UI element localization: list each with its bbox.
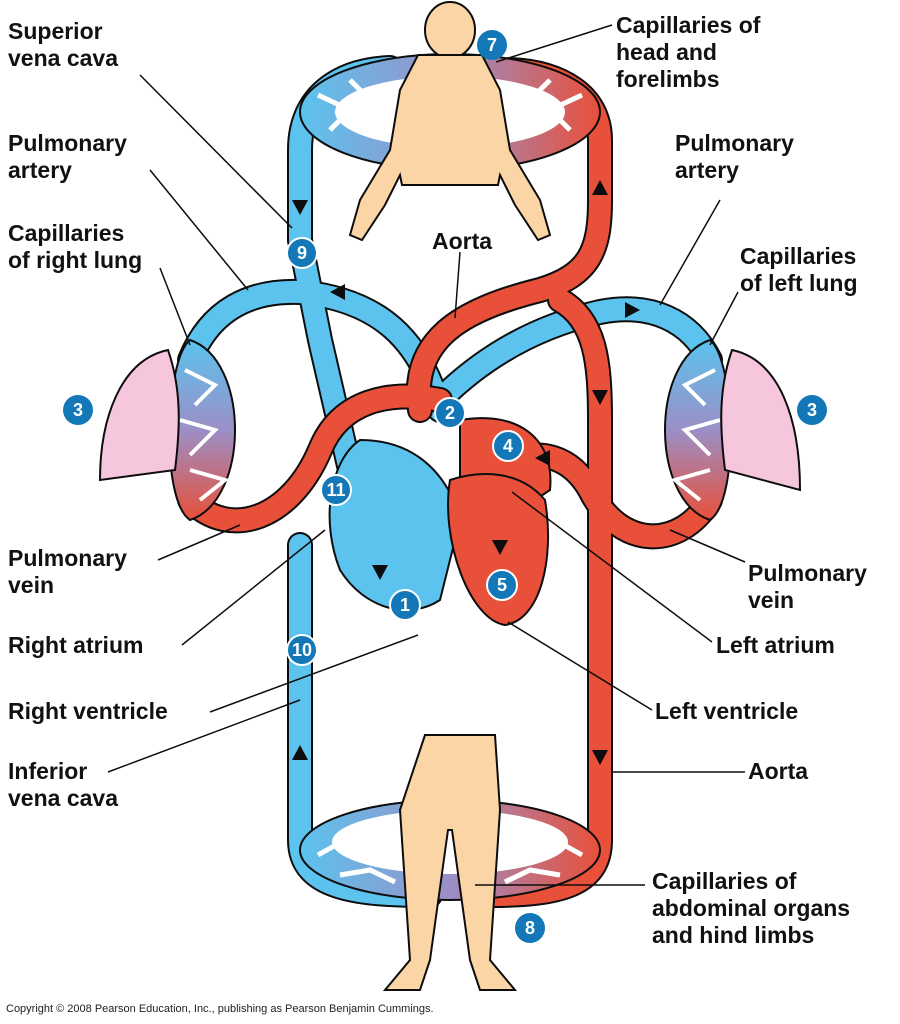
badge-8: 8 — [515, 913, 545, 943]
arrow-aorta-down — [592, 750, 608, 765]
arrow-pa-right — [330, 284, 345, 300]
label-left-ventricle: Left ventricle — [655, 698, 799, 724]
badge-3-left: 3 — [63, 395, 93, 425]
badge-5: 5 — [486, 569, 518, 601]
arrow-pv-left — [535, 450, 550, 466]
badge-9-text: 9 — [297, 243, 307, 263]
arrow-ra-down — [372, 565, 388, 580]
badge-3-right: 3 — [797, 395, 827, 425]
leader-lines — [107, 24, 746, 886]
badge-11-text: 11 — [326, 480, 345, 500]
badge-10-text: 10 — [292, 640, 312, 660]
badge-5-text: 5 — [497, 575, 507, 595]
flow-arrows — [292, 180, 640, 765]
badge-1: 1 — [389, 589, 421, 621]
badge-4: 4 — [492, 430, 524, 462]
badge-8-text: 8 — [525, 918, 535, 938]
capillaries-abdominal-bed — [299, 799, 601, 901]
badge-11: 11 — [320, 474, 352, 506]
copyright-notice: Copyright © 2008 Pearson Education, Inc.… — [6, 1003, 434, 1015]
arrow-aorta-desc — [592, 390, 608, 405]
arrow-ivc-up — [292, 745, 308, 760]
left-lung — [720, 348, 802, 492]
label-left-atrium: Left atrium — [716, 632, 835, 658]
label-aorta-bottom: Aorta — [748, 758, 809, 784]
arrow-svc-down — [292, 200, 308, 215]
badge-7: 7 — [477, 30, 507, 60]
right-atrium-chamber — [328, 438, 462, 611]
badge-2-text: 2 — [445, 403, 455, 423]
capillaries-right-lung-bed — [168, 338, 236, 522]
right-lung — [98, 348, 180, 482]
label-aorta-top: Aorta — [432, 228, 493, 254]
badge-1-text: 1 — [400, 595, 410, 615]
arrow-lv-down — [492, 540, 508, 555]
badge-3-left-text: 3 — [73, 400, 83, 420]
badge-7-text: 7 — [487, 35, 497, 55]
upper-body-silhouette — [348, 1, 552, 242]
lower-body-silhouette — [382, 734, 518, 991]
step-badges: 7 9 3 3 2 4 11 5 1 10 8 — [63, 30, 827, 943]
label-right-ventricle: Right ventricle — [8, 698, 168, 724]
arrow-pa-left — [625, 302, 640, 318]
badge-3-right-text: 3 — [807, 400, 817, 420]
badge-10: 10 — [286, 634, 318, 666]
badge-4-text: 4 — [503, 436, 513, 456]
badge-2: 2 — [434, 397, 466, 429]
capillaries-left-lung-bed — [664, 338, 732, 522]
label-right-atrium: Right atrium — [8, 632, 144, 658]
arrow-aorta-up — [592, 180, 608, 195]
badge-9: 9 — [286, 237, 318, 269]
